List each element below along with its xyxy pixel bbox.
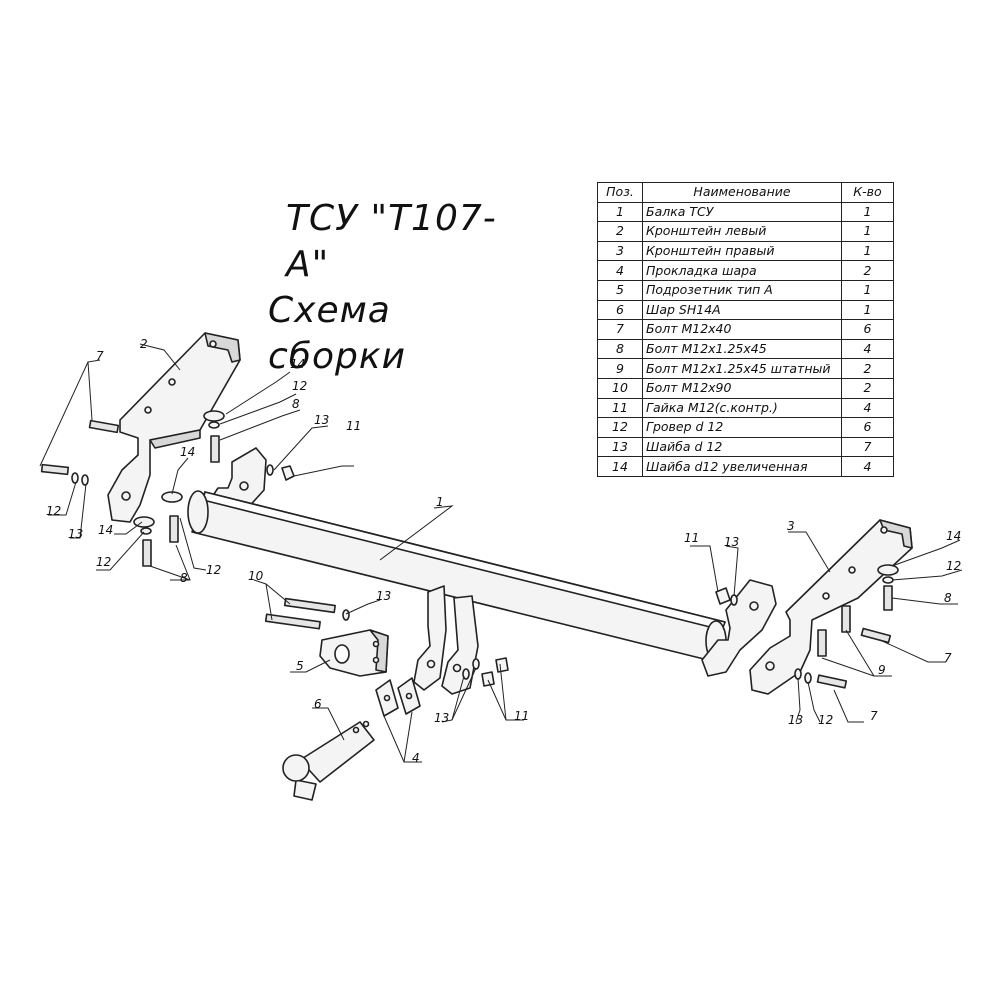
callout-13-top: 13 bbox=[314, 413, 329, 427]
parts-list-cell-name: Подрозетник тип А bbox=[642, 279, 842, 301]
callout-12-left-lower: 12 bbox=[96, 555, 111, 569]
ball-spacer-plates bbox=[375, 677, 421, 717]
callout-7-right-upper: 7 bbox=[944, 651, 952, 665]
callout-7-right-lower: 7 bbox=[870, 709, 878, 723]
callout-14-center: 14 bbox=[180, 445, 195, 459]
diagram-title: ТСУ "Т107-А" Схема сборки bbox=[268, 196, 528, 380]
parts-list-cell-qty: 2 bbox=[841, 377, 894, 399]
title-product-code: ТСУ "Т107-А" bbox=[286, 198, 497, 285]
callout-10: 10 bbox=[248, 569, 264, 583]
callout-12-right: 12 bbox=[946, 559, 961, 573]
callout-14-top: 14 bbox=[290, 357, 305, 371]
callout-11-center: 11 bbox=[514, 709, 529, 723]
washers-and-nuts bbox=[71, 410, 899, 687]
callout-9: 9 bbox=[878, 663, 886, 677]
right-end-plate bbox=[701, 579, 777, 677]
callout-13-left: 13 bbox=[68, 527, 83, 541]
header-qty: К-во bbox=[841, 182, 894, 203]
callout-12-right-lower: 12 bbox=[818, 713, 833, 727]
callout-13-center-lower: 13 bbox=[434, 711, 449, 725]
tow-beam-tube bbox=[187, 490, 727, 662]
callout-12-top: 12 bbox=[292, 379, 307, 393]
bolts bbox=[40, 419, 893, 689]
callout-8-right: 8 bbox=[944, 591, 952, 605]
callout-4: 4 bbox=[412, 751, 420, 765]
title-assembly-scheme: Схема сборки bbox=[268, 290, 407, 377]
parts-list-cell-qty: 6 bbox=[841, 417, 894, 438]
parts-list-cell-name: Кронштейн левый bbox=[642, 221, 842, 242]
callout-14-right: 14 bbox=[946, 529, 961, 543]
callout-8-top: 8 bbox=[292, 397, 300, 411]
callout-11-right: 11 bbox=[684, 531, 699, 545]
callout-12-center: 12 bbox=[206, 563, 221, 577]
socket-plate bbox=[319, 629, 389, 677]
callout-1: 1 bbox=[436, 495, 444, 509]
parts-list-cell-name: Кронштейн правый bbox=[642, 240, 842, 262]
callout-6: 6 bbox=[314, 697, 322, 711]
callout-13-center-upper: 13 bbox=[376, 589, 391, 603]
callout-2: 2 bbox=[140, 337, 148, 351]
parts-list-cell-qty: 4 bbox=[841, 456, 894, 477]
tow-ball bbox=[282, 720, 375, 801]
parts-list-cell-name: Шайба d 12 bbox=[642, 436, 842, 458]
parts-list-cell-name: Болт М12х90 bbox=[642, 377, 842, 399]
left-bracket bbox=[107, 332, 241, 523]
callout-13-right-lower: 13 bbox=[788, 713, 803, 727]
callout-14-left: 14 bbox=[98, 523, 113, 537]
callout-3: 3 bbox=[787, 519, 795, 533]
callout-7-left: 7 bbox=[96, 349, 104, 363]
callout-13-right: 13 bbox=[724, 535, 739, 549]
center-mount-plates bbox=[413, 585, 479, 695]
parts-list-cell-name: Болт М12х1.25х45 штатный bbox=[642, 358, 842, 379]
callout-11-left: 11 bbox=[346, 419, 361, 433]
parts-list-cell-pos: 11 bbox=[597, 397, 643, 419]
parts-list-cell-name: Гровер d 12 bbox=[642, 417, 842, 438]
callout-5: 5 bbox=[296, 659, 304, 673]
parts-list-cell-pos: 13 bbox=[597, 436, 643, 458]
callout-12-left: 12 bbox=[46, 504, 61, 518]
parts-list-cell-pos: 10 bbox=[597, 377, 643, 399]
leader-lines bbox=[39, 343, 963, 763]
callout-8-left: 8 bbox=[180, 571, 188, 585]
callout-labels: 2 1 3 4 5 6 7 7 7 8 8 8 9 10 11 11 11 12… bbox=[46, 337, 961, 765]
parts-list-cell-pos: 14 bbox=[597, 456, 643, 477]
parts-list-cell-name: Шайба d12 увеличенная bbox=[642, 456, 842, 477]
